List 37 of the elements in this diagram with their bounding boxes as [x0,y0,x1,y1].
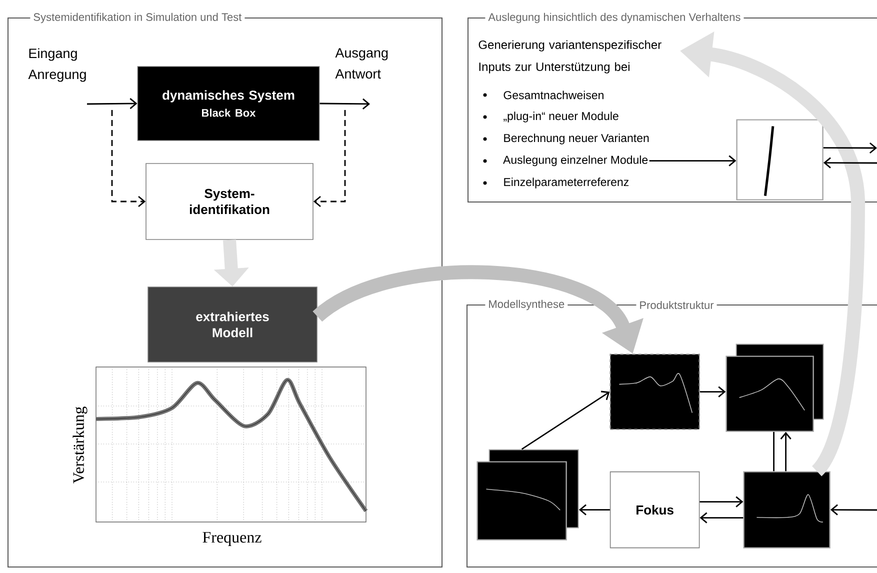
node-label: Modellsynthese [489,300,564,310]
chart-thumbnail [743,471,830,548]
arrow [320,98,370,110]
arrow [700,496,744,508]
dashed-arrow [313,110,346,208]
list-item: Berechnung neuer Varianten [483,134,649,144]
chart-thumbnail [736,119,824,200]
process-box: extrahiertes Modell [148,286,318,362]
node-label: Generierung variantenspezifischer Inputs zur Unterstützung bei [478,40,662,74]
arrow [780,432,792,472]
arrow [830,504,877,516]
arrow [823,142,877,154]
chart-thumbnail [476,449,579,540]
process-box: Fokus [610,471,700,548]
arrow [823,157,877,168]
node-label: Auslegung hinsichtlich des dynamischen Verhaltens [488,12,740,24]
io-label: Ausgang Antwort [335,48,388,79]
arrow [87,98,138,110]
arrow [578,504,610,516]
node-label: Produktstruktur [640,300,714,310]
list-item: Gesamtnachweisen [483,90,604,100]
list-item: Auslegung einzelner Module [483,155,648,166]
axis-label: Verstärkung [72,406,88,484]
arrow [649,155,736,166]
dashed-arrow [111,110,146,208]
arrow [521,390,610,450]
list-item: Einzelparameterreferenz [483,178,629,188]
chart-thumbnail [726,344,824,432]
line [773,432,774,472]
process-box: dynamisches System Black Box [137,66,320,141]
arrow [700,386,726,398]
arrow [700,512,744,524]
process-box: System- identifikation [146,163,314,240]
axis-label: Frequenz [202,532,262,546]
io-label: Eingang Anregung [28,48,86,82]
chart-thumbnail [610,354,700,430]
list-item: „plug-in“ neuer Module [483,112,618,122]
